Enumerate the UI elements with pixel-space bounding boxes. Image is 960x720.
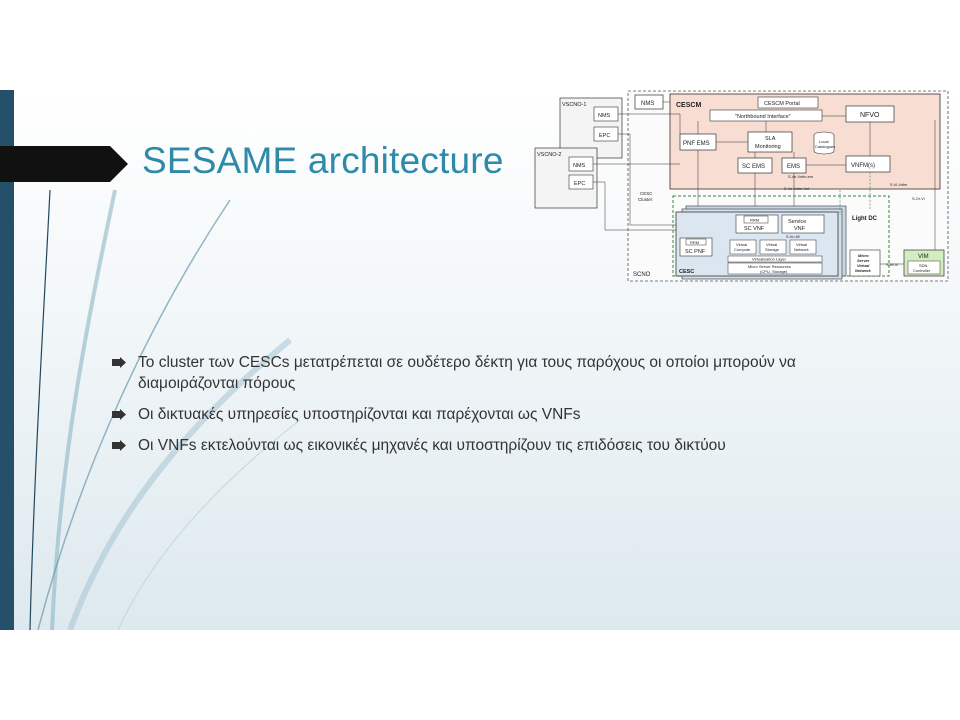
- sc-vnf-rrm-box: [743, 215, 769, 224]
- bullet-text: Οι δικτυακές υπηρεσίες υποστηρίζονται κα…: [138, 406, 581, 423]
- svg-text:"Northbound Interface": "Northbound Interface": [735, 114, 791, 120]
- svg-text:Virtualisation Layer: Virtualisation Layer: [752, 257, 787, 262]
- svg-text:PNF EMS: PNF EMS: [683, 141, 710, 147]
- svg-text:VNF: VNF: [794, 226, 806, 232]
- slide: SESAME architecture SCNO NMS CESCM CESCM…: [0, 90, 960, 630]
- svg-text:NMS: NMS: [641, 101, 654, 107]
- sdn-controller-box: [907, 260, 941, 275]
- svg-text:CESC: CESC: [679, 269, 694, 275]
- svg-text:S-Vn-Nf: S-Vn-Nf: [786, 235, 800, 239]
- svg-text:S-Vi-Vnfm: S-Vi-Vnfm: [890, 183, 907, 187]
- svg-text:Network: Network: [855, 268, 872, 273]
- svg-text:S-Or-Vi: S-Or-Vi: [912, 197, 925, 201]
- svg-text:EMS: EMS: [787, 164, 800, 170]
- svg-text:Micro: Micro: [858, 253, 869, 258]
- svg-text:Virtual: Virtual: [796, 242, 807, 247]
- bullet-text: Το cluster των CESCs μετατρέπεται σε ουδ…: [138, 354, 796, 392]
- svg-text:RRM: RRM: [750, 218, 759, 223]
- arrow-bullet-icon: [112, 440, 126, 451]
- svg-text:Server: Server: [857, 258, 870, 263]
- svg-text:VSCNO-1: VSCNO-1: [562, 102, 586, 108]
- service-vnf-box: [781, 214, 825, 234]
- svg-text:NMS: NMS: [573, 163, 586, 169]
- left-accent-bar: [0, 90, 14, 630]
- svg-text:S-Ve-Vnfm-em: S-Ve-Vnfm-em: [788, 175, 813, 179]
- bullet-item: Οι δικτυακές υπηρεσίες υποστηρίζονται κα…: [112, 404, 892, 425]
- svg-text:CESCM Portal: CESCM Portal: [764, 101, 800, 107]
- svg-text:S-Ve-Vnfm-Vnf: S-Ve-Vnfm-Vnf: [784, 187, 810, 191]
- bullet-text: Οι VNFs εκτελούνται ως εικονικές μηχανές…: [138, 437, 726, 454]
- cescm-portal-box: [757, 96, 819, 109]
- svg-text:SLA: SLA: [765, 136, 776, 142]
- slide-title: SESAME architecture: [142, 140, 504, 181]
- bullet-list: Το cluster των CESCs μετατρέπεται σε ουδ…: [112, 352, 892, 466]
- arrow-bullet-icon: [112, 357, 126, 368]
- arrow-bullet-icon: [112, 409, 126, 420]
- svg-text:Virtual: Virtual: [766, 242, 777, 247]
- svg-text:Catalogues: Catalogues: [815, 144, 835, 149]
- scno-label: SCNO: [633, 272, 651, 278]
- svg-text:Monitoring: Monitoring: [755, 144, 781, 150]
- svg-text:EPC: EPC: [599, 133, 610, 139]
- title-marker-tab: [0, 146, 128, 182]
- cescm-label: CESCM: [676, 102, 701, 109]
- virtual-network-box: [789, 239, 817, 255]
- svg-text:NFVO: NFVO: [860, 112, 880, 119]
- svg-text:Micro Server Resources: Micro Server Resources: [748, 264, 791, 269]
- svg-text:VIM: VIM: [918, 254, 929, 260]
- bullet-item: Οι VNFs εκτελούνται ως εικονικές μηχανές…: [112, 435, 892, 456]
- svg-text:Local: Local: [819, 139, 829, 144]
- svg-text:Network: Network: [794, 247, 809, 252]
- svg-text:CESC: CESC: [640, 191, 653, 196]
- svg-text:Light DC: Light DC: [852, 216, 878, 222]
- architecture-diagram: SCNO NMS CESCM CESCM Portal "Northbound …: [534, 90, 949, 282]
- svg-text:Controller: Controller: [913, 268, 931, 273]
- svg-text:Cluster: Cluster: [638, 197, 653, 202]
- svg-text:(CPU, Storage): (CPU, Storage): [760, 269, 788, 274]
- svg-text:Virtual: Virtual: [857, 263, 870, 268]
- bullet-item: Το cluster των CESCs μετατρέπεται σε ουδ…: [112, 352, 892, 394]
- svg-text:VSCNO-2: VSCNO-2: [537, 152, 561, 158]
- svg-text:SC EMS: SC EMS: [742, 164, 765, 170]
- svg-text:SC PNF: SC PNF: [685, 249, 706, 255]
- light-dc-frame: [672, 195, 890, 277]
- svg-text:SDN: SDN: [919, 263, 928, 268]
- sc-pnf-rrm-box: [685, 238, 707, 246]
- decorative-curves: [29, 189, 300, 630]
- vnfm-box: [845, 155, 891, 173]
- svg-text:Service: Service: [788, 219, 806, 225]
- svg-text:NMS: NMS: [598, 113, 611, 119]
- svg-text:S-Nf-Vi: S-Nf-Vi: [886, 263, 898, 267]
- svg-text:RRM: RRM: [690, 240, 699, 245]
- micro-server-virtual-network-box: [849, 249, 881, 277]
- virtual-compute-box: [729, 239, 757, 255]
- micro-server-resources-box: [727, 262, 823, 275]
- svg-text:EPC: EPC: [574, 181, 585, 187]
- virtualisation-layer-box: [727, 255, 823, 263]
- svg-text:SC VNF: SC VNF: [744, 226, 765, 232]
- svg-text:Storage: Storage: [765, 247, 780, 252]
- svg-text:Compute: Compute: [734, 247, 751, 252]
- svg-text:Virtual: Virtual: [736, 242, 747, 247]
- svg-text:VNFM(s): VNFM(s): [851, 163, 875, 169]
- virtual-storage-box: [759, 239, 787, 255]
